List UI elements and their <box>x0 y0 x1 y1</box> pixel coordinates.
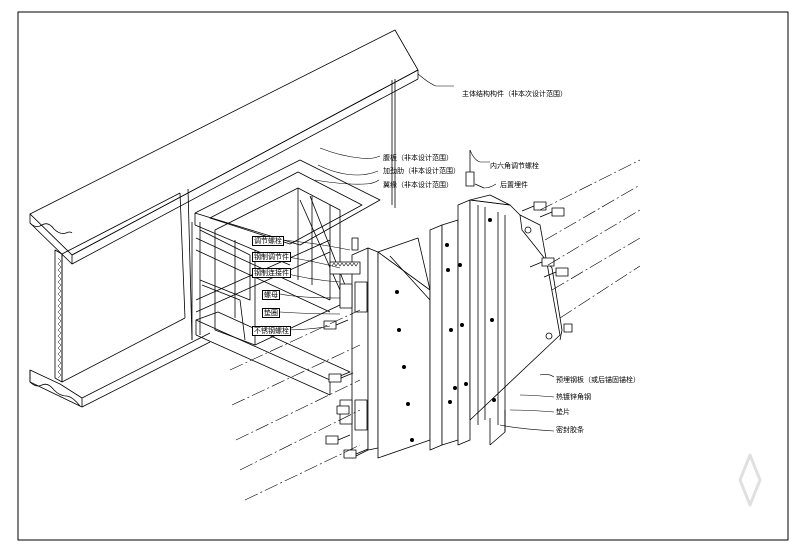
callout-stainless-bolt: 不锈钢螺栓 <box>252 326 291 336</box>
callout-flange: 翼缘（非本设计范围） <box>383 181 453 189</box>
callout-stiffener: 加劲肋（非本设计范围） <box>383 167 460 175</box>
watermark-shape <box>738 453 762 507</box>
callout-nut: 螺母 <box>262 290 280 300</box>
callout-washer: 垫圈 <box>262 308 280 318</box>
front-connection-plates <box>329 150 563 459</box>
bolt-holes <box>395 218 553 442</box>
callout-embedded-plate: 预埋钢板（或后锚固锚栓） <box>556 376 640 384</box>
leader-lines-right <box>314 73 555 432</box>
callout-adjust-bolt: 调节螺栓 <box>252 236 284 246</box>
i-beam <box>29 29 419 408</box>
callout-steel-angle: 热镀锌角钢 <box>556 393 591 401</box>
drawing-frame <box>17 11 789 541</box>
callout-post-anchor: 后置埋件 <box>500 181 528 189</box>
callout-shim: 垫片 <box>556 408 570 416</box>
callout-hex-bolt: 内六角调节螺栓 <box>490 162 539 170</box>
hex-bolts <box>323 201 573 459</box>
callout-main-structure: 主体结构构件（非本次设计范围） <box>462 90 567 98</box>
callout-adjust-plate: 钢制调节件 <box>252 252 291 262</box>
center-lines <box>229 159 641 501</box>
callout-connector: 钢制连接件 <box>252 268 291 278</box>
callout-web-plate: 腹板（非本设计范围） <box>383 154 453 162</box>
callout-seal: 密封胶条 <box>556 426 584 434</box>
